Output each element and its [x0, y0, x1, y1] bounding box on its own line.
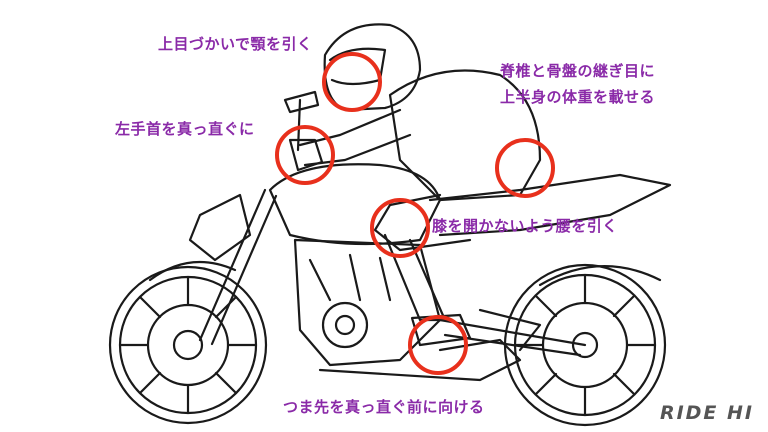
- rider-shin: [383, 233, 447, 322]
- rider-torso: [388, 69, 542, 202]
- annotation-spine-line1: 脊椎と骨盤の継ぎ目に: [500, 62, 656, 80]
- rear-wheel: [503, 263, 667, 427]
- front-wheel: [108, 265, 268, 425]
- exhaust: [318, 338, 522, 382]
- rider-glove: [288, 138, 324, 172]
- ride-hi-logo: RIDE HI: [659, 402, 754, 424]
- highlight-circle-spine: [495, 138, 555, 198]
- annotation-spine-line2: 上半身の体重を載せる: [500, 88, 656, 106]
- annotation-foot: つま先を真っ直ぐ前に向ける: [283, 398, 485, 416]
- highlight-circle-knee: [370, 198, 430, 258]
- annotation-chin: 上目づかいで顎を引く: [158, 35, 313, 53]
- engine-cover: [321, 301, 369, 349]
- helmet: [323, 23, 422, 112]
- swingarm: [438, 318, 587, 357]
- rear-fender: [538, 265, 662, 287]
- helmet-visor: [328, 47, 387, 86]
- chain-guard: [478, 308, 542, 352]
- mirror: [283, 90, 320, 152]
- headlight: [188, 193, 252, 262]
- seat-tail: [428, 173, 672, 237]
- highlight-circle-hand: [275, 125, 335, 185]
- front-fork: [198, 188, 278, 346]
- highlight-circle-foot: [408, 315, 468, 375]
- annotation-left-hand: 左手首を真っ直ぐに: [115, 120, 255, 138]
- annotation-knee: 膝を開かないよう腰を引く: [432, 217, 618, 235]
- highlight-circle-chin: [322, 52, 382, 112]
- fuel-tank: [268, 163, 442, 246]
- front-fender: [148, 260, 237, 282]
